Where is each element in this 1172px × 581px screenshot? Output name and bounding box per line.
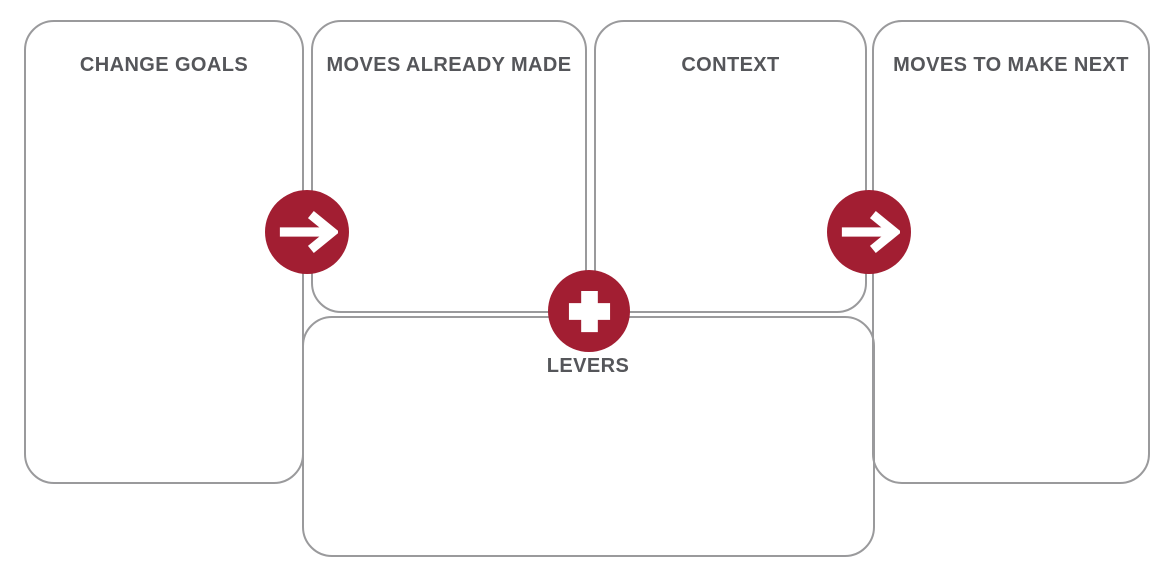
box-moves-to-make-next: MOVES TO MAKE NEXT <box>872 20 1150 484</box>
arrow-badge-goals-to-moves <box>265 190 349 274</box>
box-moves-already-made-title: MOVES ALREADY MADE <box>326 54 572 76</box>
box-change-goals: CHANGE GOALS <box>24 20 304 484</box>
box-context: CONTEXT <box>594 20 867 313</box>
box-moves-already-made: MOVES ALREADY MADE <box>311 20 587 313</box>
box-context-title: CONTEXT <box>681 54 780 76</box>
arrow-badge-context-to-next <box>827 190 911 274</box>
box-levers-title: LEVERS <box>546 355 630 377</box>
plus-badge-levers <box>548 270 630 352</box>
arrow-right-icon <box>841 211 900 253</box>
box-levers: LEVERS <box>301 316 875 557</box>
arrow-right-icon <box>279 211 338 253</box>
box-change-goals-title: CHANGE GOALS <box>79 54 249 76</box>
box-moves-to-make-next-title: MOVES TO MAKE NEXT <box>893 54 1129 76</box>
plus-icon <box>568 290 610 332</box>
